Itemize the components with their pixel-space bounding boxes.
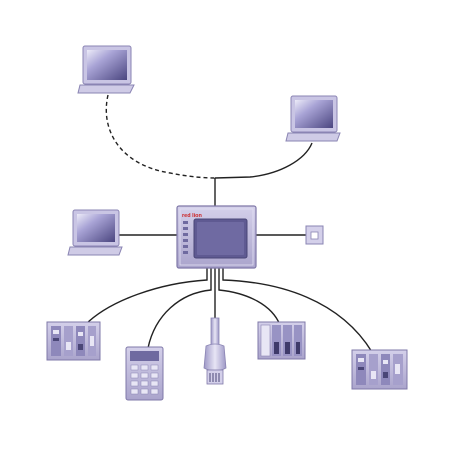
plc-icon: [46, 321, 101, 361]
network-port-icon: [305, 225, 324, 245]
barcode-scanner-icon: [203, 317, 227, 385]
laptop-icon: [77, 45, 135, 94]
link-top-right-laptop: [214, 142, 313, 179]
plc-icon: [351, 349, 408, 390]
link-keypad: [147, 268, 212, 349]
laptop-icon: [285, 95, 341, 142]
hmi-brand-label: red lion: [182, 213, 203, 219]
io-module-rack-icon: [257, 321, 306, 360]
dashed-remote-link: [105, 94, 216, 179]
link-io-rack: [218, 268, 281, 326]
hmi-panel: red lion: [176, 205, 257, 269]
laptop-icon: [67, 209, 123, 256]
connections: [84, 94, 373, 353]
keypad-terminal-icon: [125, 346, 164, 401]
link-right-plc: [222, 268, 373, 353]
hmi-keys: [183, 221, 188, 254]
link-left-plc: [84, 268, 208, 326]
